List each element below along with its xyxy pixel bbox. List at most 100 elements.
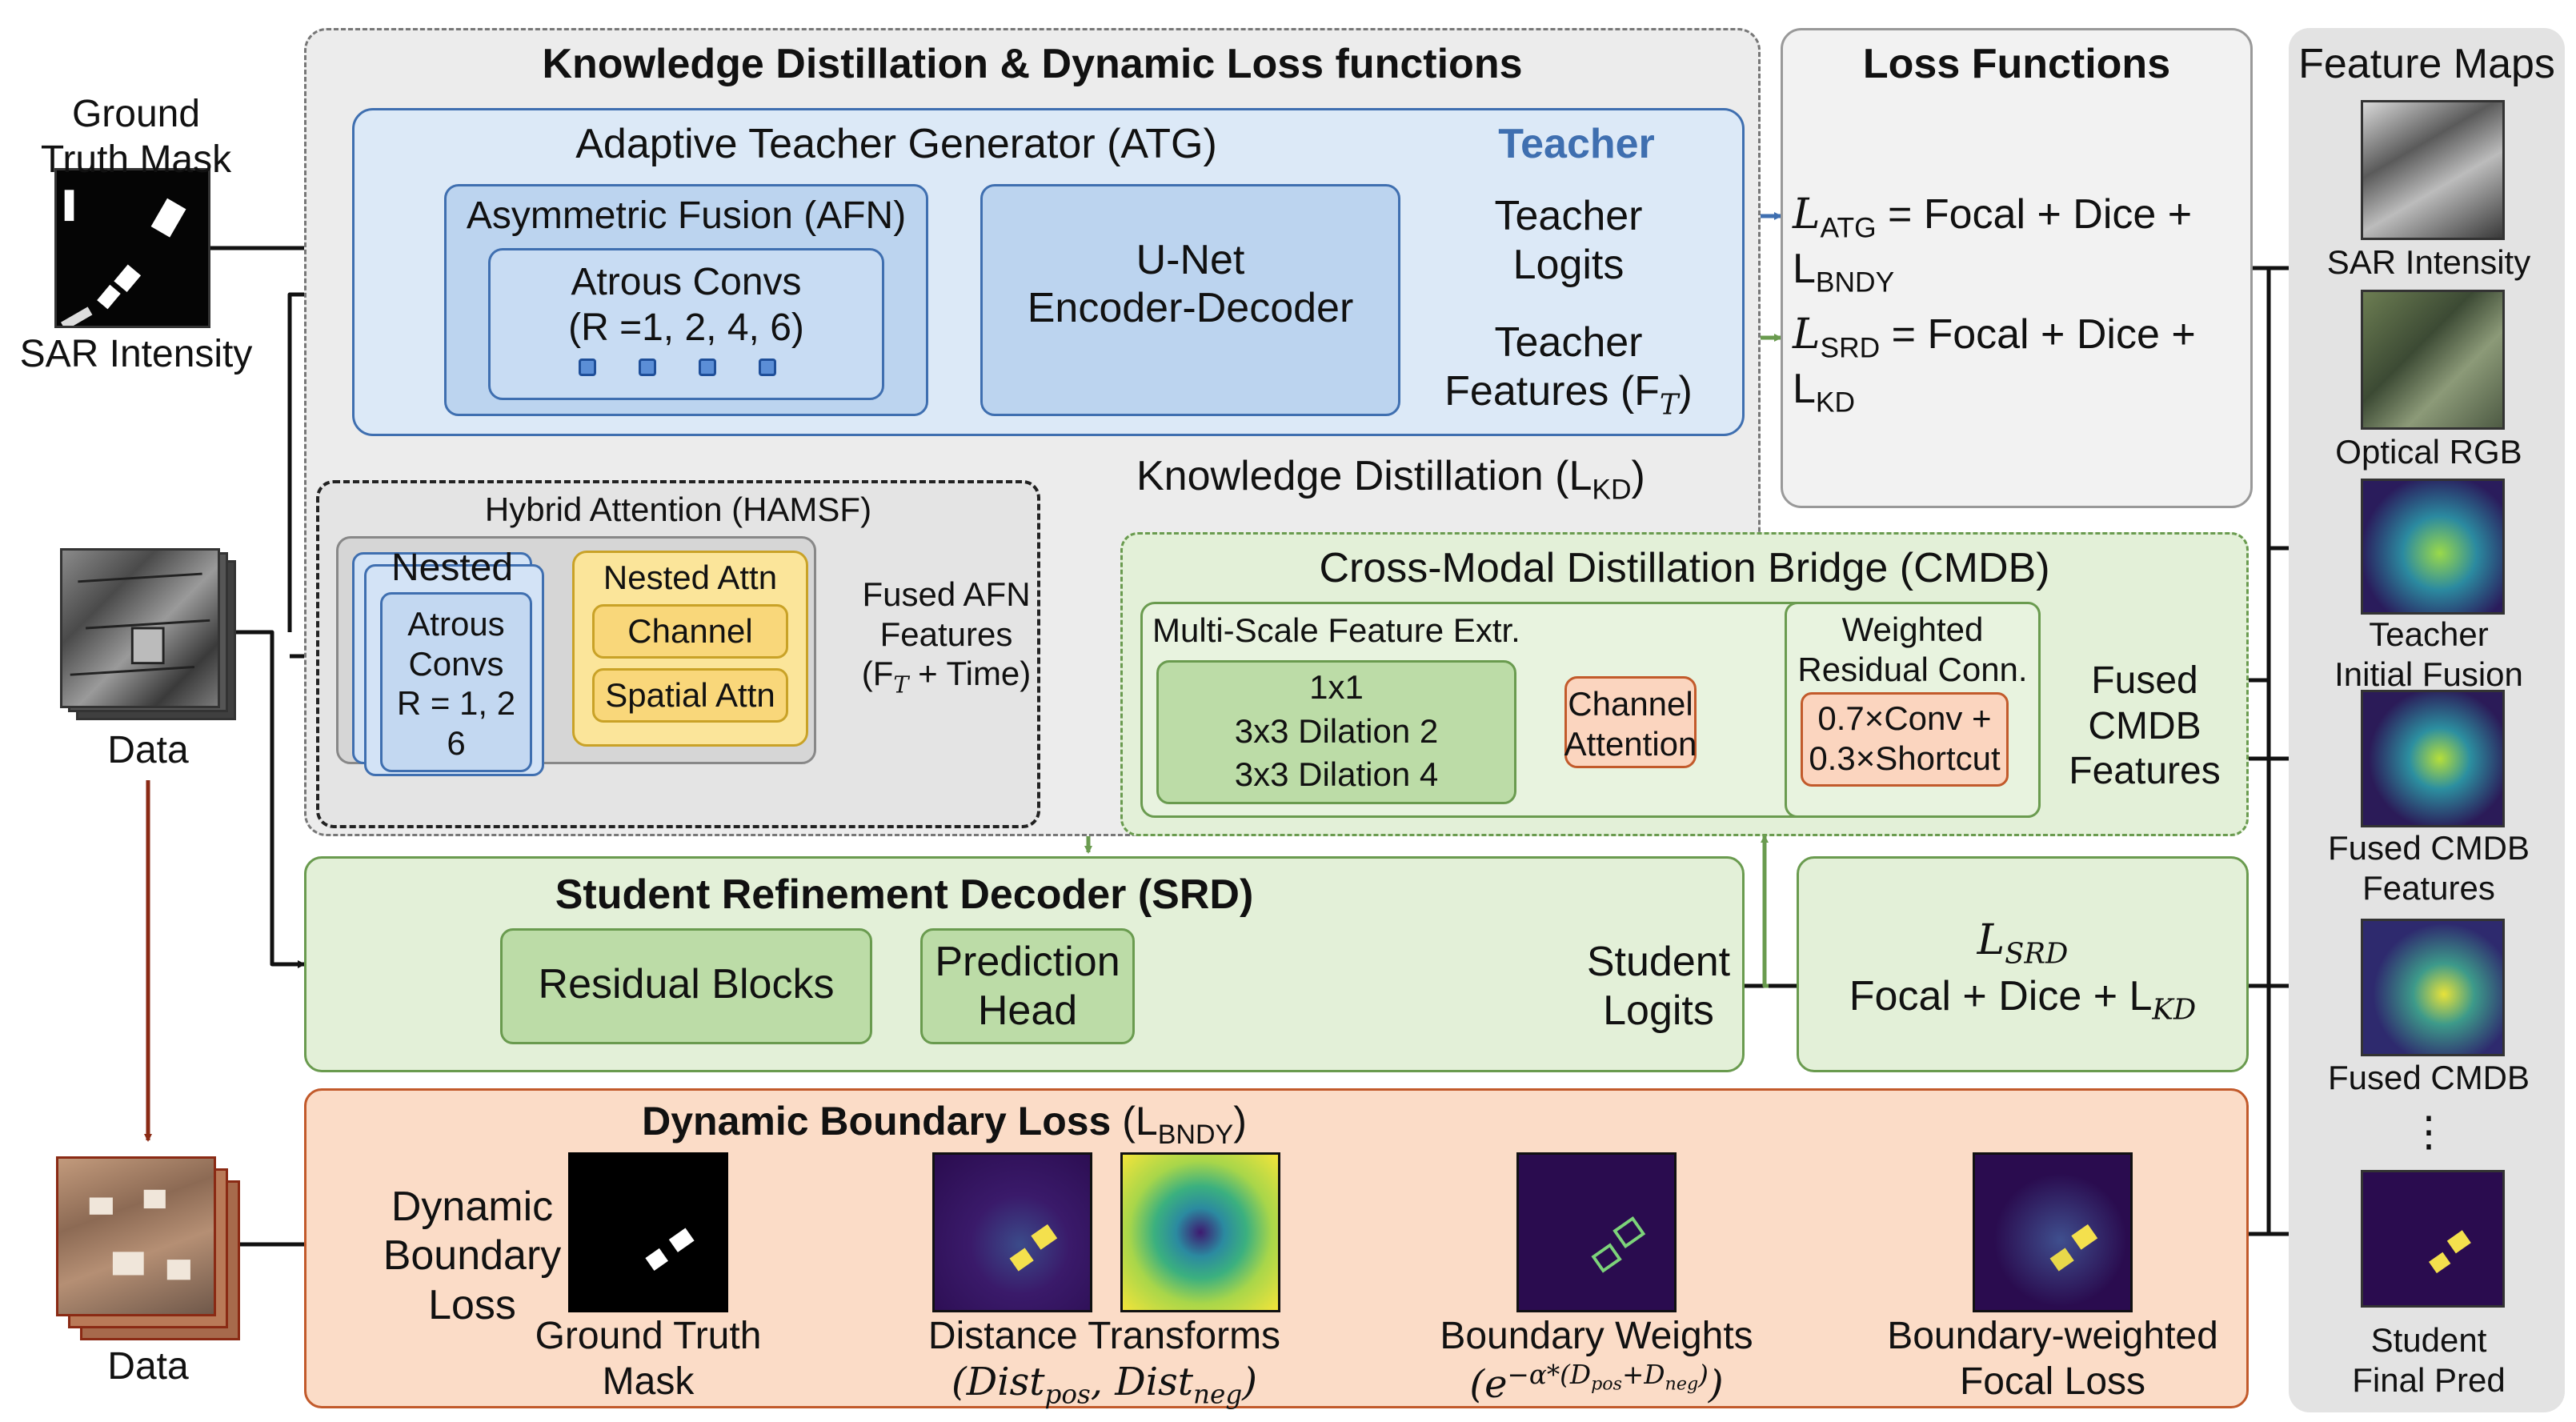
bw-line1: Boundary Weights: [1440, 1315, 1753, 1357]
teacher-tag: Teacher: [1498, 121, 1655, 167]
fm-cmdb-label: Fused CMDB: [2327, 1059, 2530, 1096]
hamsf-title: Hybrid Attention (HAMSF): [484, 491, 872, 528]
fm-teacher-line1: Teacher: [2369, 615, 2489, 653]
fm-sar-label: SAR Intensity: [2326, 243, 2531, 281]
unet-line1: U-Net: [1136, 237, 1245, 283]
afn-node-2: [639, 359, 656, 376]
kd-section-title: Knowledge Distillation & Dynamic Loss fu…: [542, 41, 1523, 87]
residual-mix-text: 0.7×Conv + 0.3×Shortcut: [1801, 699, 2009, 778]
bndy-gt-label: Ground Truth Mask: [528, 1314, 768, 1404]
prediction-head-label: Prediction Head: [920, 938, 1135, 1036]
dt-line1: Distance Transforms: [927, 1315, 1281, 1357]
teacher-logits-line1: Teacher: [1494, 193, 1643, 239]
teacher-features-line2: Features (FT): [1444, 368, 1693, 422]
wrc-line1: Weighted: [1841, 611, 1984, 648]
bfl-line2: Focal Loss: [1959, 1360, 2146, 1403]
teacher-features-label: Teacher Features (FT): [1432, 318, 1705, 422]
bndy-title: Dynamic Boundary Loss (LBNDY): [642, 1099, 1247, 1150]
boundary-weights-label: Boundary Weights (e−α*(Dpos+Dneg)): [1424, 1314, 1769, 1407]
dt-line2: (Distpos, Distneg): [951, 1359, 1257, 1410]
student-logits-line1: Student: [1586, 939, 1731, 985]
fm-rgb-label: Optical RGB: [2335, 433, 2522, 471]
srd-title: Student Refinement Decoder (SRD): [555, 871, 1254, 918]
conv-dilation-4: 3x3 Dilation 4: [1234, 755, 1439, 794]
gt-mask-label: Ground Truth Mask: [40, 93, 232, 181]
spatial-attn-label: Spatial Attn: [605, 676, 775, 714]
bfl-line1: Boundary-weighted: [1887, 1315, 2218, 1357]
knowledge-distillation-label: Knowledge Distillation (LKD): [1136, 453, 1645, 506]
distance-transforms-label: Distance Transforms (Distpos, Distneg): [888, 1314, 1320, 1410]
conv-dilation-2: 3x3 Dilation 2: [1234, 711, 1439, 750]
unet-line2: Encoder-Decoder: [1027, 285, 1354, 331]
teacher-logits-line2: Logits: [1512, 242, 1625, 289]
srd-loss-symbol: LSRD: [1977, 916, 2069, 971]
bndy-gt-line1: Ground Truth: [535, 1315, 762, 1357]
boundary-weights-image: [1516, 1152, 1677, 1312]
atg-title: Adaptive Teacher Generator (ATG): [575, 121, 1217, 167]
dyn-line2: Boundary: [383, 1232, 562, 1280]
teacher-logits-label: Teacher Logits: [1472, 192, 1665, 290]
cmdb-ca-line2: Attention: [1564, 724, 1697, 763]
data-sar-image: [60, 548, 220, 708]
residual-blocks-label: Residual Blocks: [538, 961, 835, 1007]
fm-cmdb-features-line2: Features: [2362, 868, 2495, 907]
data-label: Data: [107, 729, 189, 771]
sar-intensity-label: SAR Intensity: [19, 333, 253, 375]
hamsf-atrous-line2: Convs: [408, 644, 504, 683]
fm-rgb-image: [2361, 290, 2505, 430]
hamsf-atrous-line4: 6: [447, 723, 466, 762]
channel-attn-label: Channel: [627, 612, 753, 650]
afn-title: Asymmetric Fusion (AFN): [466, 194, 907, 237]
dyn-line1: Dynamic: [391, 1184, 554, 1230]
boundary-focal-image: [1973, 1152, 2133, 1312]
afn-node-1: [579, 359, 596, 376]
bndy-gt-mask: [568, 1152, 728, 1312]
mix-line1: 0.7×Conv +: [1817, 699, 1992, 737]
fm-teacher-label: Teacher Initial Fusion: [2297, 615, 2561, 694]
nested-label: Nested: [391, 547, 514, 589]
dist-pos-image: [932, 1152, 1092, 1312]
residual-mix-block: [1801, 692, 2009, 787]
dyn-line3: Loss: [428, 1281, 516, 1328]
student-logits-label: Student Logits: [1576, 938, 1741, 1036]
mix-line2: 0.3×Shortcut: [1809, 739, 2001, 777]
fused-cmdb-line1: Fused: [2091, 659, 2198, 702]
hamsf-atrous-text: Atrous Convs R = 1, 2 6: [380, 604, 532, 763]
atrous-convs-line1: Atrous Convs: [571, 261, 802, 303]
fused-afn-line2: Features: [879, 615, 1013, 653]
afn-node-3: [699, 359, 716, 376]
fm-student-line1: Student: [2370, 1321, 2487, 1359]
fused-cmdb-label: Fused CMDB Features: [2045, 659, 2245, 795]
wrc-line2: Residual Conn.: [1797, 650, 2028, 688]
gt-mask-image: [54, 168, 210, 330]
loss-atg-formula: LATG = Focal + Dice + LBNDY: [1793, 190, 2193, 298]
fm-student-image: [2361, 1170, 2505, 1308]
loss-srd-formula: LSRD = Focal + Dice + LKD: [1793, 310, 2196, 419]
fused-afn-label: Fused AFN Features (FT + Time): [848, 575, 1044, 699]
nested-attn-title: Nested Attn: [603, 559, 778, 596]
fm-ellipsis: ⋮: [2408, 1109, 2450, 1156]
prediction-head: [920, 928, 1135, 1044]
fm-student-label: Student Final Pred: [2297, 1320, 2561, 1400]
fm-cmdb-features-label: Fused CMDB Features: [2297, 828, 2561, 907]
boundary-focal-label: Boundary-weighted Focal Loss: [1865, 1314, 2241, 1404]
cmdb-ca-line1: Channel: [1568, 685, 1693, 723]
bndy-gt-line2: Mask: [602, 1360, 695, 1403]
fused-cmdb-line3: Features: [2069, 750, 2221, 793]
fused-afn-line3: (FT + Time): [861, 655, 1032, 699]
loss-functions-panel: [1781, 28, 2253, 508]
residual-blocks: [500, 928, 872, 1044]
unet-block: [980, 184, 1400, 416]
srd-loss-eq: Focal + Dice + LKD: [1849, 973, 2197, 1027]
conv-1x1: 1x1: [1309, 668, 1364, 706]
fm-student-line2: Final Pred: [2352, 1360, 2506, 1399]
feature-maps-title: Feature Maps: [2298, 41, 2555, 87]
prediction-head-line1: Prediction: [935, 939, 1120, 985]
fused-afn-line1: Fused AFN: [862, 575, 1031, 613]
fm-cmdb-features-line1: Fused CMDB: [2327, 829, 2530, 867]
srd-loss-block: [1797, 856, 2249, 1072]
student-logits-line2: Logits: [1603, 987, 1714, 1035]
data2-optical-image: [56, 1156, 216, 1316]
cmdb-channel-attention-text: Channel Attention: [1560, 684, 1701, 763]
dilated-conv-text: 1x1 3x3 Dilation 2 3x3 Dilation 4: [1156, 666, 1516, 797]
